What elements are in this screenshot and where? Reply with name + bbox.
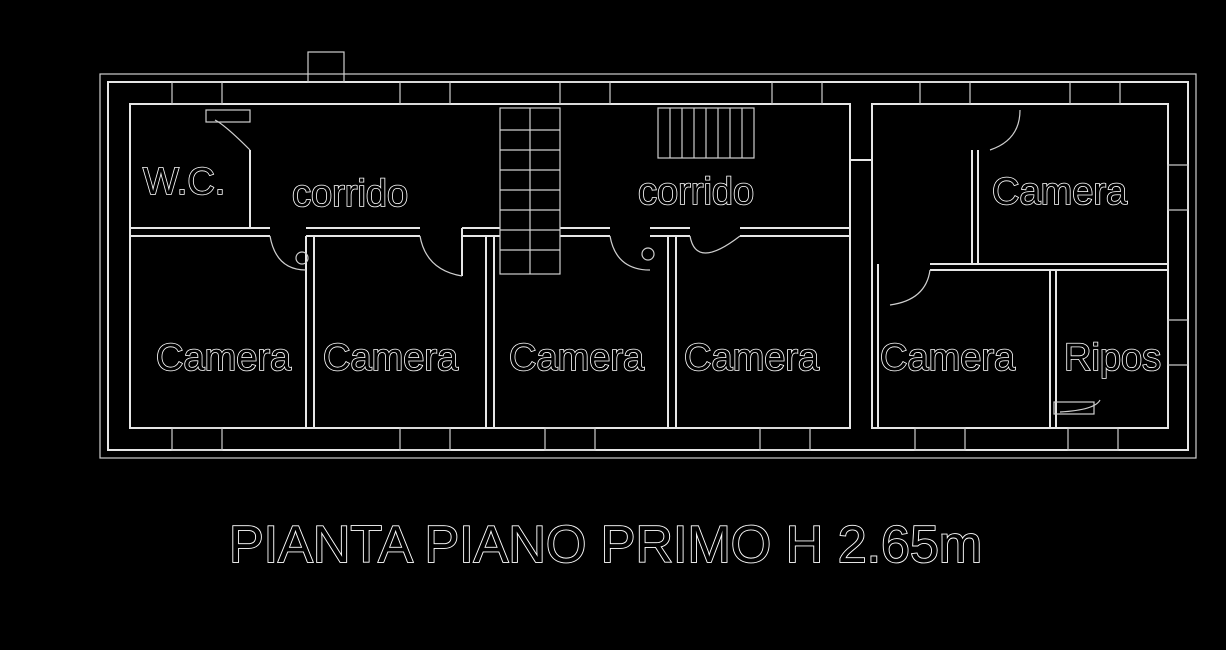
windows <box>171 51 1189 451</box>
room-labels: W.C. corrido corrido Camera Camera Camer… <box>142 160 1162 380</box>
room-label-corridor-left: corrido <box>292 173 408 215</box>
room-label-camera-3: Camera <box>509 337 645 379</box>
exterior-walls <box>99 73 1197 459</box>
room-label-camera-top-right: Camera <box>992 171 1128 213</box>
room-label-corridor-right: corrido <box>638 171 754 213</box>
plan-title: PIANTA PIANO PRIMO H 2.65m <box>229 516 982 574</box>
staircase-left <box>499 107 561 275</box>
room-label-wc: W.C. <box>143 161 225 203</box>
room-label-camera-5: Camera <box>880 337 1016 379</box>
room-label-camera-4: Camera <box>684 337 820 379</box>
room-label-ripos: Ripos <box>1064 337 1161 379</box>
room-label-camera-2: Camera <box>323 337 459 379</box>
interior-walls <box>130 150 1168 428</box>
room-label-camera-1: Camera <box>156 337 292 379</box>
staircase-right <box>657 107 755 159</box>
door-swings <box>214 109 1101 413</box>
